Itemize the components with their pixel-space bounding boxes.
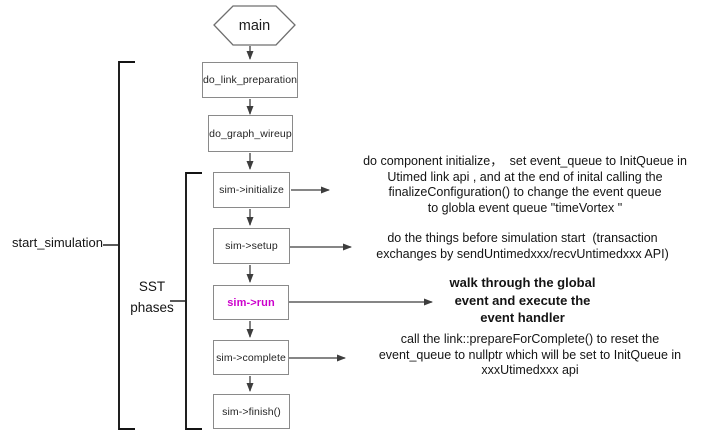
- node-sim-run: sim->run: [213, 285, 289, 320]
- annotation-run: walk through the global event and execut…: [449, 275, 596, 325]
- node-main: main: [238, 17, 271, 34]
- start-simulation-label: start_simulation: [11, 235, 103, 250]
- annotation-complete: call the link::prepareForComplete() to r…: [378, 332, 682, 377]
- node-sim-finish: sim->finish(): [213, 394, 290, 429]
- hexagon-main-shape: [213, 5, 296, 46]
- annotation-setup: do the things before simulation start (t…: [376, 231, 669, 261]
- sst-phases-label: SST phases: [130, 279, 174, 315]
- node-sim-complete: sim->complete: [213, 340, 289, 375]
- node-sim-setup: sim->setup: [213, 228, 290, 264]
- annotation-initialize: do component initialize， set event_queue…: [363, 154, 687, 215]
- node-do-link-preparation: do_link_preparation: [202, 62, 298, 98]
- node-sim-initialize: sim->initialize: [213, 172, 290, 208]
- node-do-graph-wireup: do_graph_wireup: [208, 115, 293, 152]
- start-simulation-bracket: [118, 61, 135, 430]
- sst-phases-bracket: [185, 172, 202, 430]
